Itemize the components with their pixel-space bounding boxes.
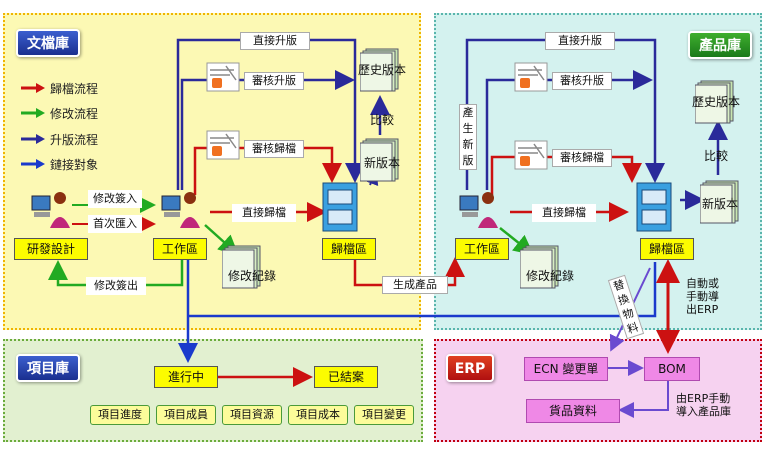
doc-direct-upgrade-path xyxy=(176,38,365,190)
project-resources-button[interactable]: 項目資源 xyxy=(222,405,282,425)
project-change-button[interactable]: 項目變更 xyxy=(354,405,414,425)
doc-review-archive-label: 審核歸檔 xyxy=(244,140,304,158)
prod-new-version-icon xyxy=(699,180,740,224)
rd-design-box: 研發設計 xyxy=(14,238,88,260)
project-cost-button[interactable]: 項目成本 xyxy=(288,405,348,425)
ecn-change-order-box: ECN 變更單 xyxy=(524,357,608,381)
green-arrow-icon xyxy=(21,108,45,118)
char: 產 xyxy=(462,106,474,119)
doc-direct-archive-label: 直接歸檔 xyxy=(232,204,296,222)
item-data-box: 貨品資料 xyxy=(526,399,620,423)
doc-archive-area-box: 歸檔區 xyxy=(322,238,376,260)
prod-modify-record-label: 修改紀錄 xyxy=(526,269,575,283)
doc-modify-checkout-label: 修改簽出 xyxy=(86,277,146,295)
prod-compare-label: 比較 xyxy=(704,149,729,163)
doc-workspace-box: 工作區 xyxy=(153,238,207,260)
prod-direct-archive-label: 直接歸檔 xyxy=(532,204,596,222)
doc-direct-upgrade-label: 直接升版 xyxy=(240,32,310,50)
erp-import-label: 由ERP手動 導入產品庫 xyxy=(676,392,731,418)
prod-modify-record-icon xyxy=(519,245,560,289)
line: 導入產品庫 xyxy=(676,405,731,418)
doc-history-version-label: 歷史版本 xyxy=(358,63,407,77)
legend-modify-label: 修改流程 xyxy=(50,106,99,121)
doc-review-upgrade-label: 審核升版 xyxy=(244,72,304,90)
doc-archive-document-icon xyxy=(206,130,240,160)
prod-review-archive-label: 審核歸檔 xyxy=(552,149,612,167)
legend-link: 鏈接對象 xyxy=(20,155,98,173)
doc-generate-product-label: 生成產品 xyxy=(382,276,448,294)
doc-first-import-label: 首次匯入 xyxy=(88,215,142,233)
doc-upgrade-document-icon xyxy=(206,62,240,92)
rd-designer-icon xyxy=(30,188,70,232)
project-progress-button[interactable]: 項目進度 xyxy=(90,405,150,425)
doc-compare-label: 比較 xyxy=(370,113,395,127)
prod-workspace-user-icon xyxy=(458,188,498,232)
char: 生 xyxy=(462,122,474,135)
doc-new-version-icon xyxy=(359,138,400,182)
prod-workspace-box: 工作區 xyxy=(455,238,509,260)
doc-archive-cabinet-icon xyxy=(322,182,358,232)
char: 新 xyxy=(462,138,474,151)
line: 手動導 xyxy=(686,290,719,303)
blue-arrow-icon xyxy=(21,159,45,169)
workspace-user-icon xyxy=(160,188,200,232)
project-repo-title: 項目庫 xyxy=(16,354,80,382)
doc-modify-record-label: 修改紀錄 xyxy=(228,269,277,283)
legend-archive: 歸檔流程 xyxy=(20,79,98,97)
navy-arrow-icon xyxy=(21,134,45,144)
bom-box: BOM xyxy=(644,357,700,381)
prod-auto-export-label: 自動或 手動導 出ERP xyxy=(686,277,719,316)
project-in-progress-box: 進行中 xyxy=(154,366,218,388)
legend-upgrade-label: 升版流程 xyxy=(50,132,99,147)
product-repo-zone xyxy=(434,13,762,330)
doc-history-version-icon xyxy=(359,48,400,92)
legend-archive-label: 歸檔流程 xyxy=(50,81,99,96)
prod-review-upgrade-label: 審核升版 xyxy=(552,72,612,90)
prod-history-version-label: 歷史版本 xyxy=(692,95,741,109)
doc-modify-record-icon xyxy=(221,245,262,289)
doc-repo-title: 文檔庫 xyxy=(16,29,80,57)
prod-history-version-icon xyxy=(694,80,735,124)
prod-new-version-label: 新版本 xyxy=(702,197,739,211)
red-arrow-icon xyxy=(21,83,45,93)
project-members-button[interactable]: 項目成員 xyxy=(156,405,216,425)
doc-modify-checkin-label: 修改簽入 xyxy=(88,190,142,208)
doc-review-upgrade-path xyxy=(180,78,332,190)
doc-new-version-label: 新版本 xyxy=(364,156,401,170)
erp-title: ERP xyxy=(446,354,494,382)
legend-link-label: 鏈接對象 xyxy=(50,157,99,172)
line: 自動或 xyxy=(686,277,719,290)
prod-generate-new-version-label: 產 生 新 版 xyxy=(459,104,477,170)
project-closed-box: 已結案 xyxy=(314,366,378,388)
line: 由ERP手動 xyxy=(676,392,731,405)
prod-direct-upgrade-label: 直接升版 xyxy=(545,32,615,50)
char: 版 xyxy=(462,154,474,167)
product-repo-title: 產品庫 xyxy=(688,31,752,59)
legend-upgrade: 升版流程 xyxy=(20,130,98,148)
prod-archive-document-icon xyxy=(514,140,548,170)
prod-archive-area-box: 歸檔區 xyxy=(640,238,694,260)
prod-upgrade-document-icon xyxy=(514,62,548,92)
prod-archive-cabinet-icon xyxy=(636,182,672,232)
legend-modify: 修改流程 xyxy=(20,104,98,122)
line: 出ERP xyxy=(686,303,719,316)
